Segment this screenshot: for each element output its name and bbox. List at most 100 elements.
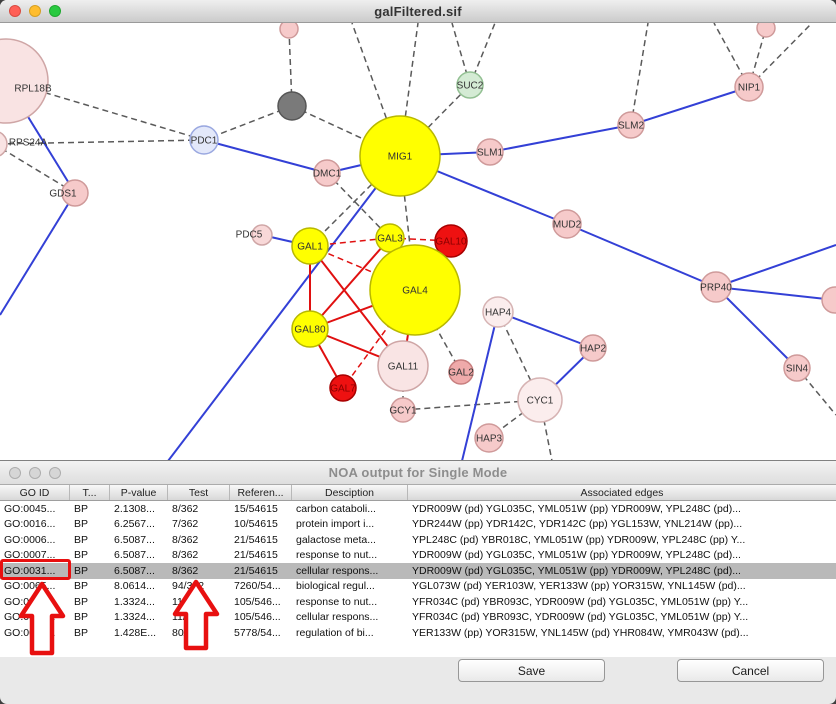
cell-edges: YGL073W (pd) YER103W, YER133W (pp) YOR31… [412,580,746,593]
node-slm1[interactable] [476,138,504,166]
column-header-test[interactable]: Test [168,485,230,500]
network-window-titlebar[interactable]: galFiltered.sif [0,0,836,23]
node-hap2[interactable] [579,334,607,362]
node-label: SLM2 [618,121,645,132]
cell-description: carbon cataboli... [296,502,376,515]
cell-test: 8/362 [172,549,199,562]
graph-edge [715,286,836,301]
node-nip1[interactable] [734,72,764,102]
node-gal11[interactable] [377,340,429,392]
cell-reference: 10/54615 [234,518,278,531]
node-label: MIG1 [388,152,413,163]
cell-p_value: 2.1308... [114,502,155,515]
node-suc2[interactable] [456,71,484,99]
node-top1[interactable] [279,23,299,39]
node-cyc1[interactable] [517,377,563,423]
node-gal1[interactable] [291,227,329,265]
cell-test: 80/362 [172,626,205,639]
close-button[interactable] [9,5,21,17]
node-gds1[interactable] [61,179,89,207]
window-controls [9,0,61,22]
cell-go_id: GO:0007... [4,549,56,562]
graph-edge [399,84,471,157]
node-pdc1[interactable] [189,125,219,155]
node-pdc5[interactable] [251,224,273,246]
graph-edge [0,192,76,316]
node-hap3[interactable] [474,423,504,453]
column-header-referen[interactable]: Referen... [230,485,292,500]
node-label: SIN4 [786,364,809,375]
node-gal4[interactable] [369,244,461,336]
noa-window-titlebar[interactable]: NOA output for Single Mode [0,461,836,485]
cell-p_value: 6.5087... [114,564,155,577]
node-gal10[interactable] [434,224,468,258]
node-label: PDC1 [191,136,218,147]
node-label: RPL18B [14,84,52,95]
cell-test: 8/362 [172,564,199,577]
cancel-button[interactable]: Cancel [677,659,824,682]
cell-go_id: GO:0065... [4,580,56,593]
node-slm2[interactable] [617,111,645,139]
node-right1[interactable] [821,286,836,314]
minimize-button[interactable] [29,466,41,479]
node-gcy1[interactable] [390,397,416,423]
cell-type: BP [74,611,89,624]
cell-type: BP [74,580,89,593]
node-gal80[interactable] [291,310,329,348]
column-header-associated-edges[interactable]: Associated edges [580,486,664,499]
node-label: HAP4 [485,308,512,319]
node-mud2[interactable] [552,209,582,239]
minimize-button[interactable] [29,5,41,17]
node-gray1[interactable] [277,91,307,121]
node-top2[interactable] [756,23,776,38]
node-gal2[interactable] [448,359,474,385]
node-rpl18b[interactable] [0,38,49,124]
cell-reference: 21/54615 [234,533,278,546]
cell-description: regulation of bi... [296,626,374,639]
node-label: HAP3 [476,434,503,445]
cell-p_value: 1.3324... [114,595,155,608]
node-dmc1[interactable] [313,159,341,187]
graph-edge [0,146,76,194]
column-header-go-id[interactable]: GO ID [0,485,70,500]
column-header-t[interactable]: T... [70,485,110,500]
cell-reference: 105/546... [234,611,281,624]
cell-test: 8/362 [172,502,199,515]
save-button[interactable]: Save [458,659,605,682]
graph-edge [630,86,750,126]
zoom-button[interactable] [49,466,61,479]
cell-description: cellular respons... [296,611,379,624]
cell-edges: YER133W (pp) YOR315W, YNL145W (pd) YHR08… [412,626,749,639]
node-hap4[interactable] [482,296,514,328]
column-header-p-value[interactable]: P-value [110,485,168,500]
cell-go_id: GO:0016... [4,518,56,531]
node-sin4[interactable] [783,354,811,382]
cell-go_id: GO:0031... [4,611,56,624]
column-header-desciption[interactable]: Desciption [292,485,408,500]
window-title: NOA output for Single Mode [328,465,508,480]
close-button[interactable] [9,466,21,479]
node-gal7[interactable] [329,374,357,402]
graph-edge [167,155,401,460]
zoom-button[interactable] [49,5,61,17]
node-prp40[interactable] [700,271,732,303]
cell-type: BP [74,549,89,562]
cell-test: 7/362 [172,518,199,531]
graph-edge [326,172,391,239]
node-mig1[interactable] [359,115,441,197]
node-rps24a[interactable] [0,131,8,157]
